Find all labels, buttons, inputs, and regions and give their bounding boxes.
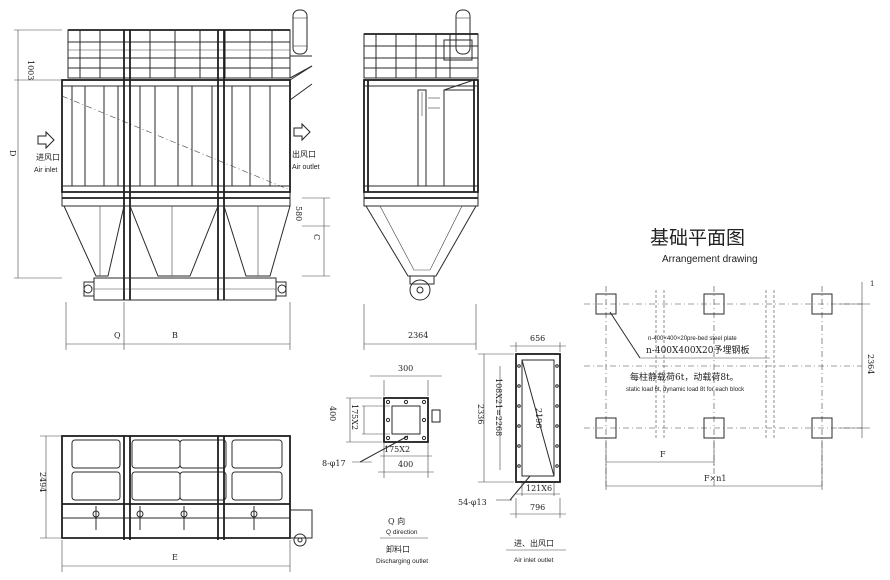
dim-400-left: 400: [328, 406, 337, 421]
dim-2494: 2494: [38, 472, 47, 492]
top-view: 2494 E: [38, 435, 313, 572]
air-outlet-detail: 656 2336 108X21=2268 2196 54-φ13 121X6 7…: [458, 334, 566, 564]
dim-f-times-n1: F×n1: [704, 474, 727, 483]
load-spec-cn: 每柱静载荷6t，动载荷8t。: [630, 371, 739, 383]
inlet-label-en: Air inlet: [34, 167, 57, 174]
side-view: 2364: [363, 9, 479, 350]
plate-spec-cn: n-400X400X20予埋钢板: [646, 344, 749, 356]
front-view: 进风口 Air inlet 出风口 Air outlet 1003 D 580 …: [8, 9, 330, 350]
foundation-plan: 基础平面图 Arrangement drawing: [584, 227, 875, 490]
discharge-outlet-detail: 300 400 175X2 8-φ17 175X2 400 Q 向 Q dire…: [322, 364, 442, 565]
dim-2196: 2196: [534, 408, 543, 428]
discharging-outlet-cn: 卸料口: [386, 544, 410, 554]
dim-580: 580: [294, 206, 303, 221]
discharging-outlet-en: Discharging outlet: [376, 558, 428, 565]
dim-q: Q: [114, 331, 121, 340]
dim-2364-foundation: 2364: [866, 354, 875, 374]
dim-175x2-vertical: 175X2: [350, 404, 359, 430]
q-direction-en: Q direction: [386, 529, 418, 536]
outlet-label-cn: 出风口: [292, 149, 316, 159]
dim-300: 300: [398, 364, 413, 373]
air-inlet-outlet-en: Air inlet outlet: [514, 557, 554, 564]
holes-54-phi13: 54-φ13: [458, 498, 487, 507]
dim-400-bottom: 400: [398, 460, 413, 469]
dim-121x6: 121X6: [526, 484, 552, 493]
q-direction-cn: Q 向: [388, 516, 405, 526]
plate-spec-en: n-400×400×20pre-bed steel plate: [648, 336, 737, 342]
dim-656: 656: [530, 334, 545, 343]
dim-108x21: 108X21=2268: [494, 378, 503, 436]
dim-f: F: [660, 450, 666, 459]
inlet-label-cn: 进风口: [36, 153, 60, 162]
foundation-title-en: Arrangement drawing: [662, 254, 758, 265]
dim-e: E: [172, 553, 178, 562]
foundation-title-cn: 基础平面图: [650, 227, 745, 249]
load-spec-en: static load 6t, dynamic load 8t for each…: [626, 387, 745, 393]
dim-2336: 2336: [476, 404, 485, 424]
dim-c: C: [312, 234, 321, 240]
dim-796: 796: [530, 503, 545, 512]
dim-d: D: [8, 150, 17, 156]
dim-175x2-horizontal: 175X2: [384, 445, 410, 454]
dim-right-top: 1: [870, 280, 874, 288]
holes-8-phi17: 8-φ17: [322, 459, 346, 468]
dim-1003: 1003: [26, 60, 35, 80]
dim-2364-side: 2364: [408, 331, 428, 340]
air-inlet-outlet-cn: 进、出风口: [514, 538, 554, 548]
dim-b: B: [172, 331, 178, 340]
outlet-label-en: Air outlet: [292, 164, 320, 171]
